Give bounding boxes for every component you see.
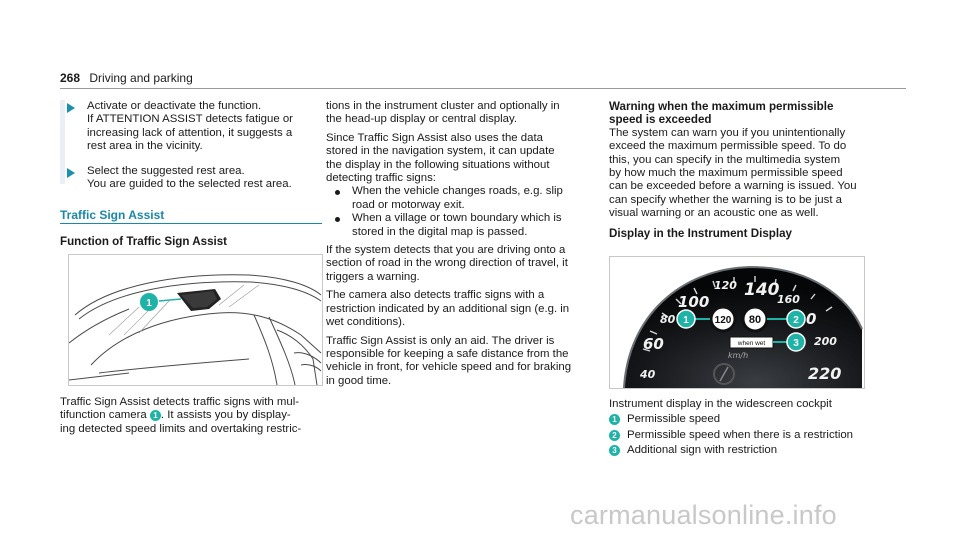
svg-text:100: 100 <box>678 293 709 311</box>
step-item: Activate or deactivate the function. If … <box>60 100 310 154</box>
speedometer-illustration: 120 140 100 160 80 0 60 200 40 220 km/h … <box>610 257 864 388</box>
legend-item: 2 Permissible speed when there is a rest… <box>609 429 899 442</box>
middle-column: tions in the instrument cluster and opti… <box>326 100 594 388</box>
svg-text:2: 2 <box>793 315 799 326</box>
section-title: Driving and parking <box>89 71 193 85</box>
right-column: Warning when the maximum permissible spe… <box>609 100 889 240</box>
warning-paragraph: The system can warn you if you unintenti… <box>609 126 857 220</box>
svg-text:60: 60 <box>643 335 664 353</box>
watermark: carmanualsonline.info <box>570 500 837 530</box>
page-number: 268 <box>60 71 81 85</box>
svg-text:80: 80 <box>660 313 676 326</box>
section-heading-rule <box>60 223 322 224</box>
bullet-item: When the vehicle changes roads, e.g. sli… <box>326 185 594 212</box>
callout-badge: 1 <box>149 410 161 422</box>
subsection-heading: Function of Traffic Sign Assist <box>60 235 228 248</box>
car-interior-illustration: 1 <box>69 274 322 385</box>
restricted-speed-sign: 80 <box>749 314 761 326</box>
legend-item: 3 Additional sign with restriction <box>609 444 899 457</box>
header-divider <box>60 88 906 89</box>
svg-text:1: 1 <box>683 315 689 326</box>
section-heading: Traffic Sign Assist <box>60 208 165 222</box>
figure-callout-1: 1 <box>146 298 152 309</box>
warning-heading: Warning when the maximum permissible spe… <box>609 100 834 127</box>
function-paragraph: Traffic Sign Assist detects traffic sign… <box>60 396 302 435</box>
figure-caption-block: Instrument display in the widescreen coc… <box>609 398 899 458</box>
paragraph: Traffic Sign Assist is only an aid. The … <box>326 334 572 387</box>
svg-text:3: 3 <box>793 338 799 349</box>
svg-text:220: 220 <box>808 364 841 383</box>
paragraph: Since Traffic Sign Assist also uses the … <box>326 131 555 185</box>
speed-limit-sign: 120 <box>715 315 732 326</box>
svg-text:km/h: km/h <box>728 351 748 360</box>
steps-list: Activate or deactivate the function. If … <box>60 100 310 191</box>
svg-text:140: 140 <box>744 280 780 300</box>
paragraph: If the system detects that you are drivi… <box>326 244 568 283</box>
svg-text:160: 160 <box>777 293 800 306</box>
step-arrow-icon <box>67 167 75 178</box>
instrument-display-figure: 120 140 100 160 80 0 60 200 40 220 km/h … <box>609 256 865 389</box>
step-bar <box>60 100 65 184</box>
figure-caption: Instrument display in the widescreen coc… <box>609 398 832 410</box>
callout-badge: 1 <box>609 414 620 426</box>
callout-badge: 3 <box>609 445 620 457</box>
additional-sign: when wet <box>737 340 766 347</box>
legend-item: 1 Permissible speed <box>609 413 899 426</box>
svg-text:40: 40 <box>639 368 656 381</box>
display-heading: Display in the Instrument Display <box>609 226 792 240</box>
bullet-item: When a village or town boundary which is… <box>326 212 594 239</box>
svg-text:0: 0 <box>806 310 816 328</box>
svg-text:120: 120 <box>714 279 737 292</box>
windshield-camera-figure: 1 <box>68 254 323 386</box>
svg-text:200: 200 <box>814 335 837 348</box>
step-item: Select the suggested rest area. You are … <box>60 165 310 192</box>
page-header: 268 Driving and parking <box>60 71 193 85</box>
callout-badge: 2 <box>609 429 620 441</box>
paragraph: The camera also detects traffic signs wi… <box>326 289 570 329</box>
paragraph: tions in the instrument cluster and opti… <box>326 100 560 126</box>
step-arrow-icon <box>67 103 75 113</box>
